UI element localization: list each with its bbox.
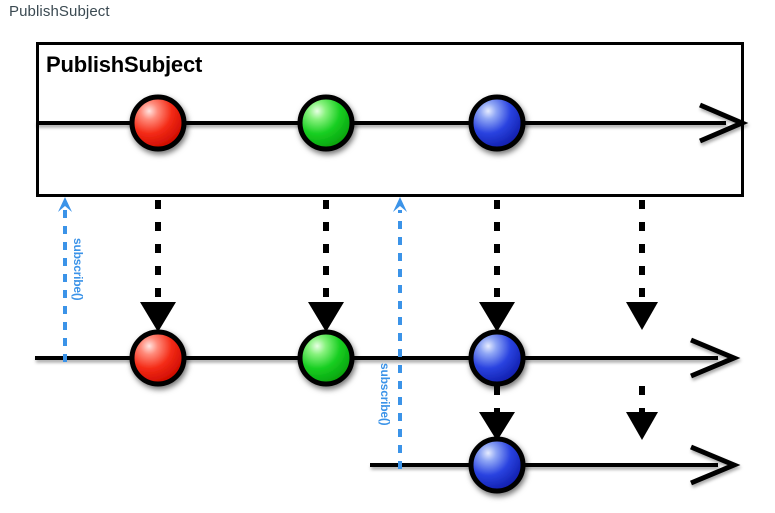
subscribe-arrow-1 — [58, 197, 72, 362]
emission-arrowhead-blue — [479, 302, 515, 332]
emission-arrowhead-complete-2 — [626, 412, 658, 440]
emission-links-sub2 — [494, 386, 645, 412]
emission-links-sub1 — [155, 200, 645, 302]
subscribe-arrow-2-head — [393, 197, 407, 212]
subscriber-2-marble-blue — [468, 436, 526, 494]
source-marble-green — [297, 94, 355, 152]
subscribe-arrow-1-head — [58, 197, 72, 212]
timeline-subscriber-1-arrowhead — [690, 337, 741, 379]
publish-subject-box-label: PublishSubject — [46, 52, 203, 77]
emission-arrowheads-sub2 — [479, 412, 658, 441]
emission-arrowhead-blue-2 — [479, 412, 515, 441]
emission-arrowhead-red — [140, 302, 176, 332]
emission-arrowhead-complete — [626, 302, 658, 330]
subscribe-label-2: subscribe() — [378, 363, 392, 426]
emission-arrowheads-sub1 — [140, 302, 658, 332]
source-marble-blue — [468, 94, 526, 152]
subscriber-1-marble-red — [129, 329, 187, 387]
subscribe-arrow-2 — [393, 197, 407, 469]
page-title: PublishSubject — [9, 3, 110, 20]
source-marble-red — [129, 94, 187, 152]
subscribe-label-1: subscribe() — [71, 238, 85, 301]
subscriber-1-marble-green — [297, 329, 355, 387]
subscriber-1-marble-blue — [468, 329, 526, 387]
timeline-source-arrowhead — [699, 102, 749, 144]
timeline-subscriber-2-arrowhead — [690, 444, 741, 486]
emission-arrowhead-green — [308, 302, 344, 332]
timeline-subscriber-2 — [370, 444, 741, 486]
